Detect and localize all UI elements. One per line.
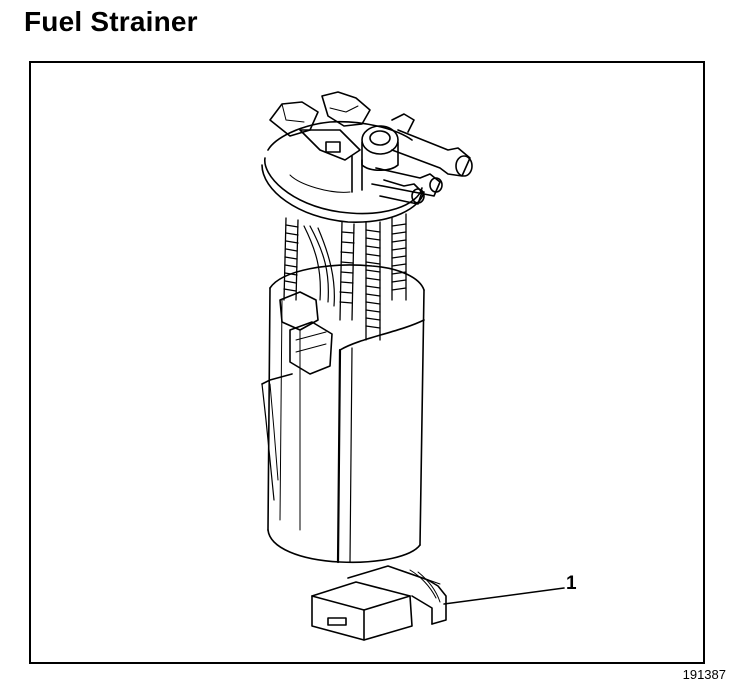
fuel-line-fittings	[371, 129, 473, 205]
pump-cover-flange	[261, 120, 425, 223]
callout-number: 1	[566, 573, 577, 594]
callout-leader-line	[443, 587, 565, 605]
figure-id: 191387	[682, 667, 726, 682]
illustration-frame	[29, 61, 705, 664]
wire-harness	[303, 225, 335, 307]
pressure-regulator	[361, 113, 415, 172]
fuel-strainer	[311, 565, 447, 641]
page-title: Fuel Strainer	[24, 6, 198, 37]
reservoir-body	[267, 264, 425, 564]
fuel-level-sensor	[261, 291, 333, 501]
electrical-connector	[269, 91, 371, 193]
corrugated-hoses	[283, 213, 407, 341]
